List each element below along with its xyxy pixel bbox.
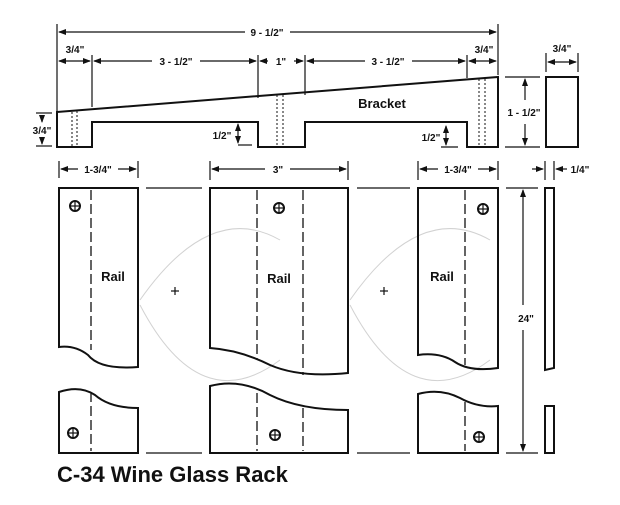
dim-slot-depth-left: 1/2" bbox=[213, 131, 232, 142]
dim-rail-left-width: 1-3/4" bbox=[84, 165, 112, 176]
dim-rail-right-width: 1-3/4" bbox=[444, 165, 472, 176]
rail-left-label: Rail bbox=[101, 269, 125, 284]
rail-dimensions bbox=[58, 161, 567, 454]
center-mark-left bbox=[171, 287, 179, 295]
dim-middle: 1" bbox=[276, 57, 287, 68]
dim-left-height: 3/4" bbox=[33, 126, 52, 137]
part-labels: Bracket Rail Rail Rail bbox=[101, 96, 454, 286]
dim-rail-length: 24" bbox=[518, 314, 534, 325]
center-mark-right bbox=[380, 287, 388, 295]
rail-center bbox=[209, 187, 349, 454]
dim-overall-length: 9 - 1/2" bbox=[250, 28, 283, 39]
dim-end-right: 3/4" bbox=[475, 45, 494, 56]
dim-span-left: 3 - 1/2" bbox=[159, 57, 192, 68]
rail-center-label: Rail bbox=[267, 271, 291, 286]
bracket-profile bbox=[56, 75, 499, 148]
rail-right bbox=[417, 187, 499, 454]
bracket-label: Bracket bbox=[358, 96, 406, 111]
bracket-dimensions bbox=[36, 24, 579, 148]
dimension-labels: 9 - 1/2" 3/4" 3 - 1/2" 1" 3 - 1/2" 3/4" … bbox=[33, 28, 590, 325]
dim-slot-depth-right: 1/2" bbox=[422, 133, 441, 144]
dim-end-left: 3/4" bbox=[66, 45, 85, 56]
rail-edge-view bbox=[544, 187, 555, 454]
dim-span-right: 3 - 1/2" bbox=[371, 57, 404, 68]
rail-left bbox=[58, 187, 139, 454]
rail-right-label: Rail bbox=[430, 269, 454, 284]
bracket-end-view bbox=[545, 76, 579, 148]
dim-rail-center-width: 3" bbox=[273, 165, 284, 176]
dim-total-height: 1 - 1/2" bbox=[507, 108, 540, 119]
ghost-glass-outlines bbox=[139, 228, 491, 382]
dim-rail-thickness: 1/4" bbox=[571, 165, 590, 176]
dim-bracket-thickness: 3/4" bbox=[553, 44, 572, 55]
drawing-title: C-34 Wine Glass Rack bbox=[57, 462, 288, 487]
